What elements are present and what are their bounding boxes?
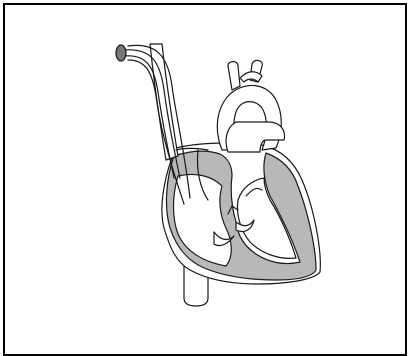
catheter-tip [116,45,126,61]
superior-vena-cava [150,44,178,160]
